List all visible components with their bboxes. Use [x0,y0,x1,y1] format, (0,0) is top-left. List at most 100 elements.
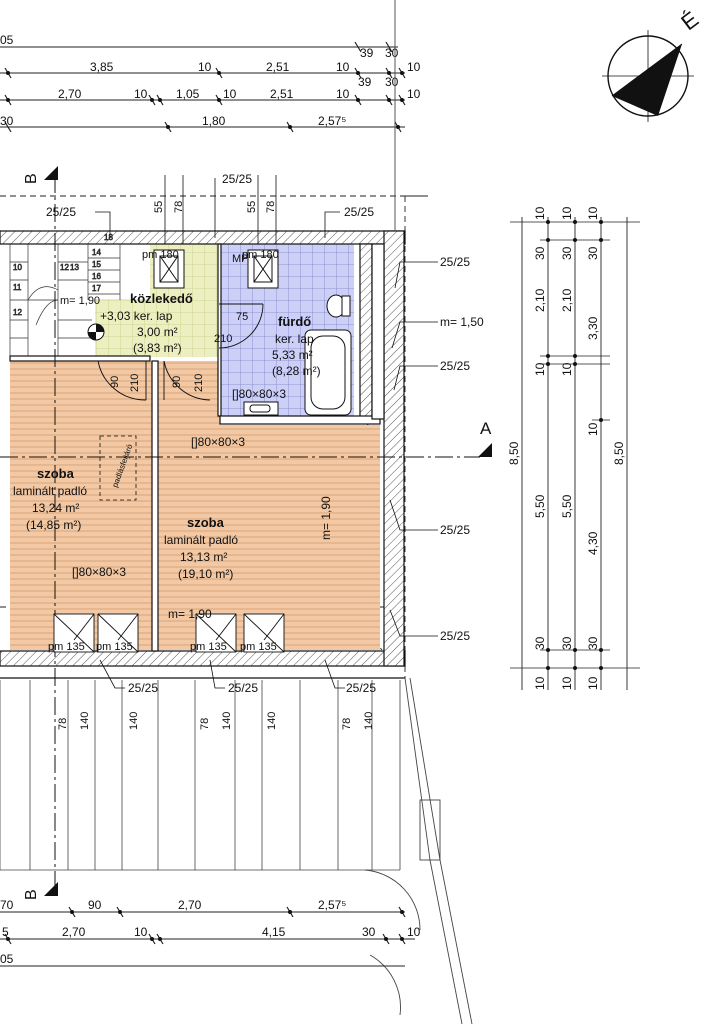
door-label-5: 210 [214,333,232,345]
svg-text:B: B [23,173,40,184]
wall-label-top-2: 55 [246,201,258,213]
right-dimension-dots [546,220,603,670]
door-swings [97,303,264,401]
dim-bot-2a: 5 [2,925,9,939]
dim-right-c2-4: 5,50 [560,494,574,518]
furdo-gross: (8,28 m²) [272,364,321,378]
kozlekedo-title: közlekedő [130,291,193,306]
callout-10: 25/25 [346,681,376,695]
szoba1-title: szoba [37,466,75,481]
dim-top-1d: 10 [336,60,350,74]
dim-top-2e: 2,51 [270,87,294,101]
wall-label-bot-4: 140 [221,712,233,730]
dim-top-3b: 1,80 [202,114,226,128]
top-dimension-chains: 05 39 30 3,85 10 2,51 10 39 30 10 2,70 1… [0,33,421,133]
szoba1-col: []80×80×3 [72,565,126,579]
dim-bot-2b: 2,70 [62,925,86,939]
dim-top-1c: 2,51 [266,60,290,74]
dim-bot-2f: 10 [407,925,421,939]
door-label-0: 90 [109,376,121,388]
dim-right-c1-4: 5,50 [533,494,547,518]
dim-bot-1b: 90 [88,898,102,912]
dim-bot-2c: 10 [134,925,148,939]
attic-hatch [99,435,137,501]
furdo-col: []80×80×3 [232,387,286,401]
wall-label-bot-0: 78 [57,718,69,730]
svg-text:B: B [23,889,40,900]
section-marker-b-bottom: B [23,882,58,900]
dim-top-0a: 05 [0,33,14,47]
room-szoba-2: szoba laminált padló 13,13 m² (19,10 m²)… [164,435,333,621]
callout-5: 25/25 [440,359,470,373]
stair-num-3: 12 [60,263,69,272]
dim-right-c1-1: 30 [533,246,547,260]
dim-right-c1-6: 10 [533,676,547,690]
furdo-pm: pm 180 [242,249,279,261]
dim-right-c3-6: 10 [586,676,600,690]
stair-num-4: 13 [70,263,79,272]
dim-right-c3-1: 30 [586,246,600,260]
dim-right-c2-0: 10 [560,206,574,220]
rafters [0,680,401,871]
dim-bot-1a: 70 [0,898,14,912]
roof-windows [53,613,285,653]
dim-right-c3-0: 10 [586,206,600,220]
callout-1: 25/25 [222,172,252,186]
stair-num-8: 17 [92,284,101,293]
dim-top-2b: 10 [134,87,148,101]
dim-right-c3-4: 4,30 [586,531,600,555]
dim-right-c3-7: 8,50 [612,441,626,465]
dim-top-2f: 10 [336,87,350,101]
dim-right-c1-2: 2,10 [533,288,547,312]
room-kozlekedo: pm 180 m= 1,90 közlekedő +3,03 ker. lap … [60,249,193,355]
dim-top-0b: 39 [360,46,374,60]
dim-right-c1-0: 10 [533,206,547,220]
room-fills [10,244,380,650]
section-lines [0,175,480,900]
dim-top-2g: 10 [407,87,421,101]
dim-right-c3-5: 30 [586,636,600,650]
stair-num-5: 14 [92,248,101,257]
callout-9: 25/25 [228,681,258,695]
kozlekedo-gross: (3,83 m²) [133,341,182,355]
dim-right-c1-7: 8,50 [507,441,521,465]
callout-4: m= 1,50 [440,315,484,329]
wall-label-top-3: 78 [265,201,277,213]
room-furdo: MP pm 180 fürdő ker. lap 5,33 m² (8,28 m… [232,249,321,401]
door-label-3: 210 [193,374,205,392]
furdo-mp: MP [232,253,249,265]
wall-label-bot-7: 140 [363,712,375,730]
stair-num-1: 10 [13,263,22,272]
dim-top-3c: 2,57⁵ [318,114,346,128]
dim-right-c3-2: 3,30 [586,316,600,340]
wall-label-bot-2: 140 [128,712,140,730]
szoba2-col: []80×80×3 [191,435,245,449]
stair-num-2: 11 [13,283,22,292]
dim-top-1a: 3,85 [90,60,114,74]
callout-leaders [95,178,438,689]
dim-top-3a: 30 [0,114,14,128]
kozlekedo-area: 3,00 m² [137,325,178,339]
dim-top-1e: 39 [358,75,372,89]
window-label-0: pm 135 [48,641,85,653]
dim-top-2d: 10 [223,87,237,101]
szoba1-floor: laminált padló [13,484,87,498]
dim-top-1g: 10 [407,60,421,74]
stair-num-7: 16 [92,272,101,281]
kozlekedo-height: m= 1,90 [60,295,100,307]
callout-3: 25/25 [440,255,470,269]
dim-right-c2-3: 10 [560,362,574,376]
dim-top-2c: 1,05 [176,87,200,101]
dim-right-c2-1: 30 [560,246,574,260]
callout-7: 25/25 [440,629,470,643]
szoba2-title: szoba [187,515,225,530]
bottom-dimension-chains: 70 90 2,70 2,57⁵ 5 2,70 10 4,15 30 10 05 [0,898,421,967]
dim-right-c2-6: 10 [560,676,574,690]
furdo-floor: ker. lap [275,332,314,346]
window-label-3: pm 135 [240,641,277,653]
svg-text:A: A [480,419,492,438]
window-label-1: pm 135 [96,641,133,653]
dim-bot-2d: 4,15 [262,925,286,939]
dim-right-c3-3: 10 [586,422,600,436]
